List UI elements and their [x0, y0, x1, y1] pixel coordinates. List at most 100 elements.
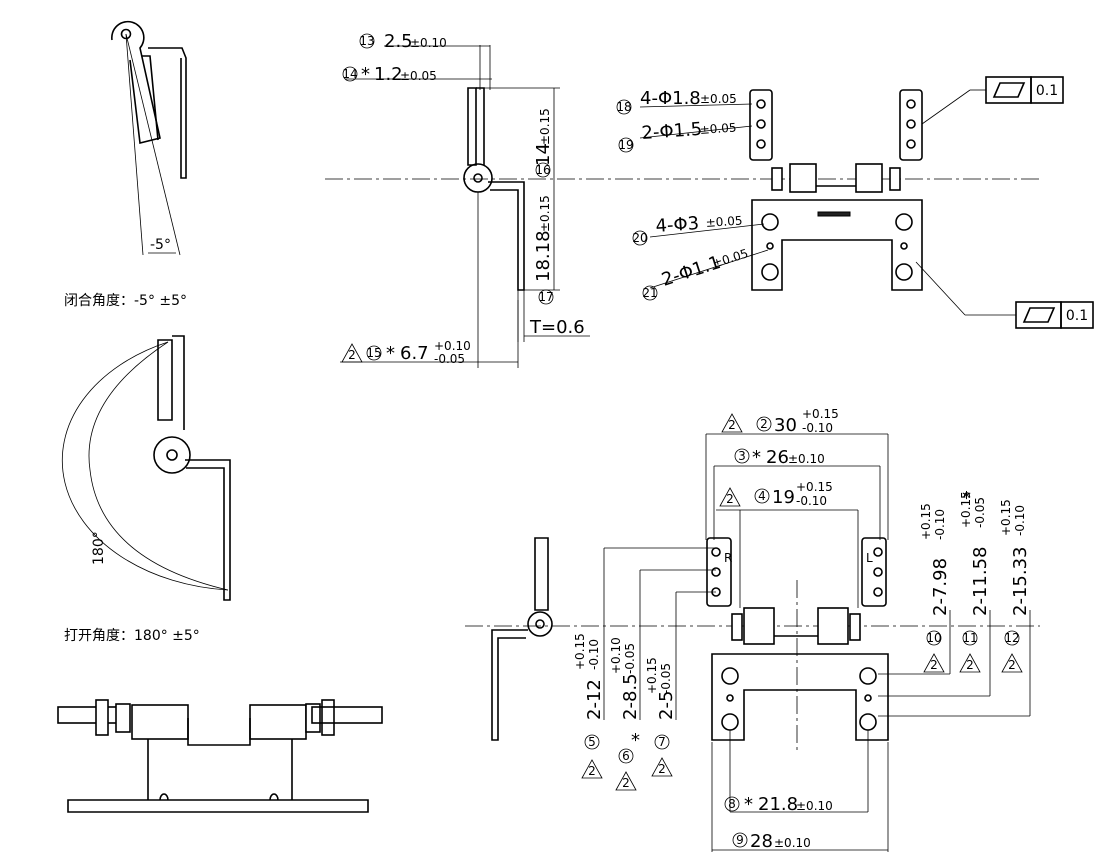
dim-14: 14 * 1.2 ±0.05 — [342, 64, 436, 85]
svg-text:3: 3 — [738, 449, 746, 463]
dim-19: 19 2-Φ1.5 ±0.05 — [618, 119, 737, 153]
dim-7: 2-5 +0.15 -0.05 7 2 — [645, 657, 677, 777]
svg-text:10: 10 — [926, 631, 941, 645]
svg-text:19: 19 — [772, 487, 795, 508]
svg-text:0.1: 0.1 — [1036, 83, 1058, 99]
dim-10: 2-7.98 +0.15 -0.10 10 2 — [919, 503, 951, 673]
flatness-callout-top: 0.1 — [985, 76, 1064, 104]
svg-text:-0.05: -0.05 — [623, 643, 637, 674]
svg-text:2-15.33: 2-15.33 — [1010, 547, 1031, 616]
svg-text:7: 7 — [658, 735, 666, 749]
svg-text:±0.05: ±0.05 — [711, 246, 750, 271]
svg-text:2-5: 2-5 — [656, 691, 677, 720]
svg-text:0.1: 0.1 — [1066, 308, 1088, 324]
svg-text:18.18: 18.18 — [533, 230, 554, 282]
svg-text:2-7.98: 2-7.98 — [930, 558, 951, 616]
svg-text:17: 17 — [538, 290, 553, 304]
svg-text:-0.10: -0.10 — [587, 639, 601, 670]
svg-text:2: 2 — [930, 658, 938, 672]
svg-text:+0.10: +0.10 — [434, 339, 471, 353]
open-angle-mark: 180° — [91, 531, 107, 565]
svg-text:±0.15: ±0.15 — [538, 195, 552, 232]
svg-text:6.7: 6.7 — [400, 343, 429, 364]
svg-text:2: 2 — [588, 764, 596, 778]
svg-text:2: 2 — [726, 492, 734, 506]
svg-text:2: 2 — [348, 348, 356, 362]
svg-text:1.2: 1.2 — [374, 64, 403, 85]
svg-text:+0.15: +0.15 — [802, 407, 839, 421]
svg-text:-0.05: -0.05 — [659, 663, 673, 694]
dim-9: 9 28 ±0.10 — [732, 831, 811, 852]
svg-text:±0.15: ±0.15 — [538, 108, 552, 145]
open-angle-view: 180° 打开角度：180° ±5° — [61, 335, 231, 644]
lower-side-view — [465, 537, 1040, 741]
dim-16: 14 ±0.15 16 — [533, 108, 554, 178]
svg-text:-0.10: -0.10 — [933, 509, 947, 540]
dim-5: 2-12 +0.15 -0.10 5 2 — [573, 633, 605, 779]
thickness-label: T=0.6 — [529, 317, 585, 338]
dim-17: 18.18 ±0.15 17 — [533, 195, 554, 305]
svg-text:+0.15: +0.15 — [959, 491, 973, 528]
open-angle-caption: 打开角度：180° ±5° — [64, 627, 200, 644]
svg-text:±0.10: ±0.10 — [788, 452, 825, 466]
svg-text:±0.05: ±0.05 — [400, 69, 437, 83]
svg-text:14: 14 — [533, 143, 554, 166]
svg-text:13: 13 — [359, 34, 374, 48]
dim-3: 3 * 26 ±0.10 — [734, 447, 825, 468]
dim-13: 13 2.5 ±0.10 — [359, 31, 446, 52]
svg-text:9: 9 — [736, 833, 744, 847]
svg-text:±0.05: ±0.05 — [699, 120, 737, 137]
dim-8: 8 * 21.8 ±0.10 — [724, 794, 833, 815]
svg-text:21: 21 — [642, 286, 657, 300]
svg-text:±0.10: ±0.10 — [410, 36, 447, 50]
svg-text:2: 2 — [760, 417, 768, 431]
svg-text:-0.05: -0.05 — [434, 352, 465, 366]
svg-text:-0.10: -0.10 — [796, 494, 827, 508]
svg-text:6: 6 — [622, 749, 630, 763]
svg-text:8: 8 — [728, 797, 736, 811]
svg-text:20: 20 — [632, 231, 647, 245]
dim-2: 2 2 30 +0.15 -0.10 — [721, 407, 839, 436]
top-view: 18 4-Φ1.8 ±0.05 19 2-Φ1.5 ±0.05 20 4-Φ3 … — [616, 76, 1094, 329]
svg-text:+0.10: +0.10 — [609, 637, 623, 674]
svg-text:2.5: 2.5 — [384, 31, 413, 52]
svg-text:*: * — [962, 488, 971, 509]
svg-text:14: 14 — [342, 67, 357, 81]
closed-angle-caption: 闭合角度：-5° ±5° — [64, 293, 187, 309]
svg-text:2: 2 — [728, 418, 736, 432]
main-front-view: R L 2 2 30 +0.15 -0.10 — [573, 407, 1031, 852]
svg-text:*: * — [361, 64, 370, 85]
svg-text:5: 5 — [588, 735, 596, 749]
svg-text:11: 11 — [962, 631, 977, 645]
svg-text:12: 12 — [1004, 631, 1019, 645]
svg-text:±0.05: ±0.05 — [705, 213, 743, 230]
svg-text:-0.05: -0.05 — [973, 497, 987, 528]
svg-text:±0.10: ±0.10 — [774, 836, 811, 850]
dim-4: 2 4 19 +0.15 -0.10 — [719, 480, 833, 508]
dim-11: 2-11.58 +0.15 -0.05 * 11 2 — [959, 488, 991, 673]
svg-text:30: 30 — [774, 415, 797, 436]
svg-text:2-11.58: 2-11.58 — [970, 547, 991, 616]
svg-text:±0.10: ±0.10 — [796, 799, 833, 813]
svg-text:+0.15: +0.15 — [573, 633, 587, 670]
closed-angle-view: -5° 闭合角度：-5° ±5° — [64, 20, 187, 309]
svg-text:15: 15 — [366, 346, 381, 360]
svg-text:2-12: 2-12 — [584, 679, 605, 720]
svg-text:21.8: 21.8 — [758, 794, 798, 815]
dim-21: 21 2-Φ1.1 ±0.05 — [642, 246, 750, 301]
dim-6: 2-8.5 +0.10 -0.05 * 6 2 — [609, 637, 641, 791]
dim-18: 18 4-Φ1.8 ±0.05 — [616, 88, 737, 115]
dim-20: 20 4-Φ3 ±0.05 — [632, 213, 743, 246]
svg-text:2-Φ1.5: 2-Φ1.5 — [641, 119, 703, 144]
hinge-front-view — [57, 699, 383, 813]
svg-text:16: 16 — [535, 163, 550, 177]
svg-text:18: 18 — [616, 100, 631, 114]
svg-text:2: 2 — [966, 658, 974, 672]
dim-12: 2-15.33 +0.15 -0.10 12 2 — [999, 499, 1031, 673]
svg-text:4-Φ3: 4-Φ3 — [655, 213, 700, 237]
flatness-callout-bottom: 0.1 — [1015, 301, 1094, 329]
svg-text:+0.15: +0.15 — [645, 657, 659, 694]
svg-text:+0.15: +0.15 — [999, 499, 1013, 536]
svg-text:+0.15: +0.15 — [919, 503, 933, 540]
side-view: 13 2.5 ±0.10 14 * 1.2 ±0.05 14 ±0.15 16 … — [325, 31, 1040, 368]
